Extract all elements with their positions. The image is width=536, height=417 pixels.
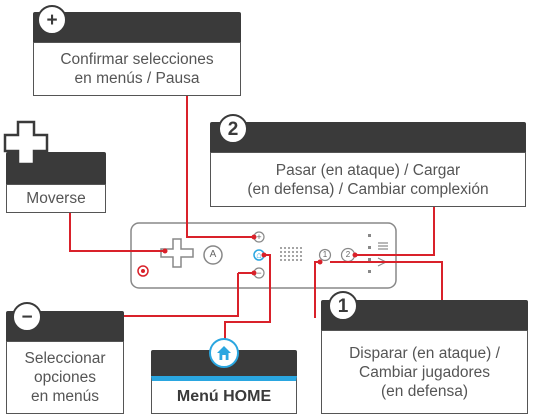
- two-button-label: 2: [345, 250, 351, 259]
- grille-dot: [296, 255, 298, 257]
- plus-label-line: en menús / Pausa: [74, 70, 200, 87]
- player-leds: [368, 234, 371, 273]
- grille-dot: [280, 259, 282, 261]
- plus-badge-icon: +: [37, 5, 67, 35]
- home-connector: [224, 254, 271, 340]
- grille-dot: [280, 255, 282, 257]
- dpad: [160, 238, 194, 268]
- grille-dot: [284, 251, 286, 253]
- dpad-connector: [69, 212, 165, 252]
- a-button-label: A: [209, 249, 217, 260]
- one-label-line: Disparar (en ataque) /: [349, 344, 500, 362]
- grille-dot: [296, 259, 298, 261]
- grille-dot: [300, 247, 302, 249]
- minus-label-line: en menús: [30, 388, 100, 405]
- connector-dots: [162, 234, 358, 276]
- home-callout-box: Menú HOME: [151, 376, 297, 414]
- dpad-callout-box: Moverse: [6, 184, 106, 213]
- plus-button-label: +: [256, 232, 262, 242]
- minus-label-line: opciones: [33, 369, 97, 386]
- two-connector: [355, 206, 435, 256]
- grille-dot: [288, 247, 290, 249]
- minus-callout-box: Seleccionar opciones en menús: [6, 341, 124, 414]
- home-button-label: ⌂: [256, 250, 262, 260]
- minus-label-line: Seleccionar: [24, 350, 106, 367]
- home-icon: [217, 346, 231, 360]
- grille-dot: [292, 251, 294, 253]
- grille-dot: [292, 247, 294, 249]
- a-button: [203, 245, 223, 265]
- grille-dot: [300, 259, 302, 261]
- one-button: [318, 248, 332, 262]
- home-label: Menú HOME: [176, 388, 272, 405]
- one-callout-box: Disparar (en ataque) / Cambiar jugadores…: [321, 330, 528, 414]
- grille-dot: [284, 247, 286, 249]
- grille-dot: [296, 247, 298, 249]
- plus-callout-tab: [33, 12, 241, 42]
- two-badge-icon: 2: [218, 114, 248, 144]
- speaker-grille: [280, 247, 302, 261]
- two-callout-box: Pasar (en ataque) / Cargar (en defensa) …: [210, 152, 526, 207]
- grille-dot: [288, 251, 290, 253]
- power-icon: [141, 269, 145, 273]
- minus-badge-icon: −: [12, 302, 42, 332]
- grille-dot: [300, 255, 302, 257]
- connector-lines: [69, 95, 443, 340]
- grille-dot: [284, 255, 286, 257]
- grille-dot: [288, 255, 290, 257]
- one-connector: [330, 261, 443, 318]
- grille-dot: [284, 259, 286, 261]
- grille-dot: [296, 251, 298, 253]
- grille-dot: [292, 255, 294, 257]
- plus-callout-box: Confirmar selecciones en menús / Pausa: [33, 42, 241, 96]
- grille-dot: [300, 251, 302, 253]
- dpad-label: Moverse: [26, 190, 86, 207]
- two-label-line: Pasar (en ataque) / Cargar: [275, 161, 461, 179]
- one-label-line: Cambiar jugadores: [359, 363, 490, 381]
- home-badge: [209, 338, 239, 368]
- two-callout-tab: [210, 122, 526, 152]
- plus-label-line: Confirmar selecciones: [60, 51, 214, 68]
- one-badge-icon: 1: [328, 291, 358, 321]
- one-label-line: (en defensa): [380, 382, 469, 400]
- grille-dot: [288, 259, 290, 261]
- minus-button-label: −: [256, 268, 262, 278]
- grille-dot: [280, 251, 282, 253]
- plus-connector: [186, 95, 254, 238]
- two-label-line: (en defensa) / Cambiar complexión: [247, 180, 489, 198]
- dpad-icon: [3, 120, 49, 166]
- grille-dot: [292, 259, 294, 261]
- minus-connector: [70, 273, 239, 317]
- one-button-label: 1: [322, 250, 328, 259]
- grille-dot: [280, 247, 282, 249]
